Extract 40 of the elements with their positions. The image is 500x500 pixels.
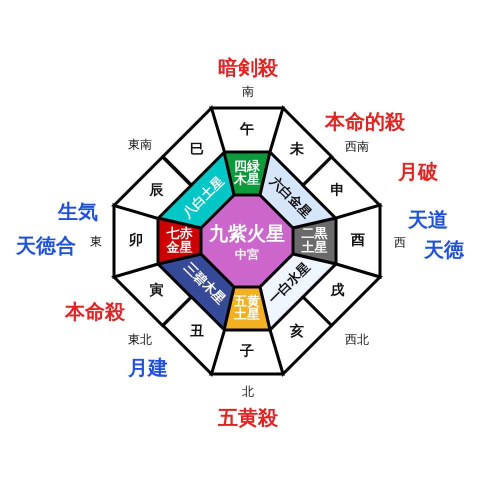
annotation-text: 天徳合 [16, 232, 76, 260]
star-name: 八白土星 [181, 175, 228, 222]
branch-label: 酉 [351, 234, 365, 248]
star-name: 四緑木星 [233, 160, 261, 188]
annotation-text: 五黄殺 [218, 404, 278, 432]
direction-label: 南 [242, 84, 254, 100]
branch-label: 辰 [149, 184, 164, 198]
branch-label: 午 [240, 122, 254, 138]
direction-label: 東南 [128, 136, 152, 154]
star-name: 三碧木星 [181, 260, 228, 307]
branch-label: 未 [290, 143, 304, 158]
annotation-text: 生気 [58, 198, 98, 226]
direction-label: 西北 [345, 332, 369, 348]
direction-label: 東 [90, 234, 102, 250]
annotation-text: 天道 [408, 206, 448, 234]
annotation-text: 本命的殺 [325, 108, 405, 136]
direction-label: 北 [242, 384, 254, 400]
star-name: 九紫火星 [209, 225, 285, 245]
direction-label: 西南 [345, 138, 369, 156]
branch-label: 戌 [330, 284, 345, 298]
branch-label: 亥 [290, 324, 304, 339]
annotation-text: 月破 [398, 158, 438, 186]
star-name: 七赤金星 [166, 227, 194, 255]
branch-label: 寅 [149, 284, 164, 298]
branch-label: 卯 [129, 234, 143, 248]
branch-label: 巳 [190, 143, 204, 158]
direction-label: 西 [394, 234, 406, 252]
branch-label: 申 [330, 184, 345, 198]
branch-label: 子 [240, 344, 254, 360]
direction-label: 東北 [128, 332, 152, 348]
star-name: 五黄土星 [233, 294, 261, 322]
star-name: 二黒土星 [300, 227, 328, 255]
branch-label: 丑 [190, 324, 204, 339]
annotation-text: 本命殺 [65, 298, 125, 326]
annotation-text: 天徳 [424, 236, 464, 264]
annotation-text: 月建 [128, 354, 168, 382]
star-name: 六白金星 [266, 175, 313, 222]
palace-label: 中宮 [235, 248, 259, 262]
annotation-text: 暗剣殺 [218, 54, 278, 82]
star-name: 一白水星 [266, 260, 313, 307]
